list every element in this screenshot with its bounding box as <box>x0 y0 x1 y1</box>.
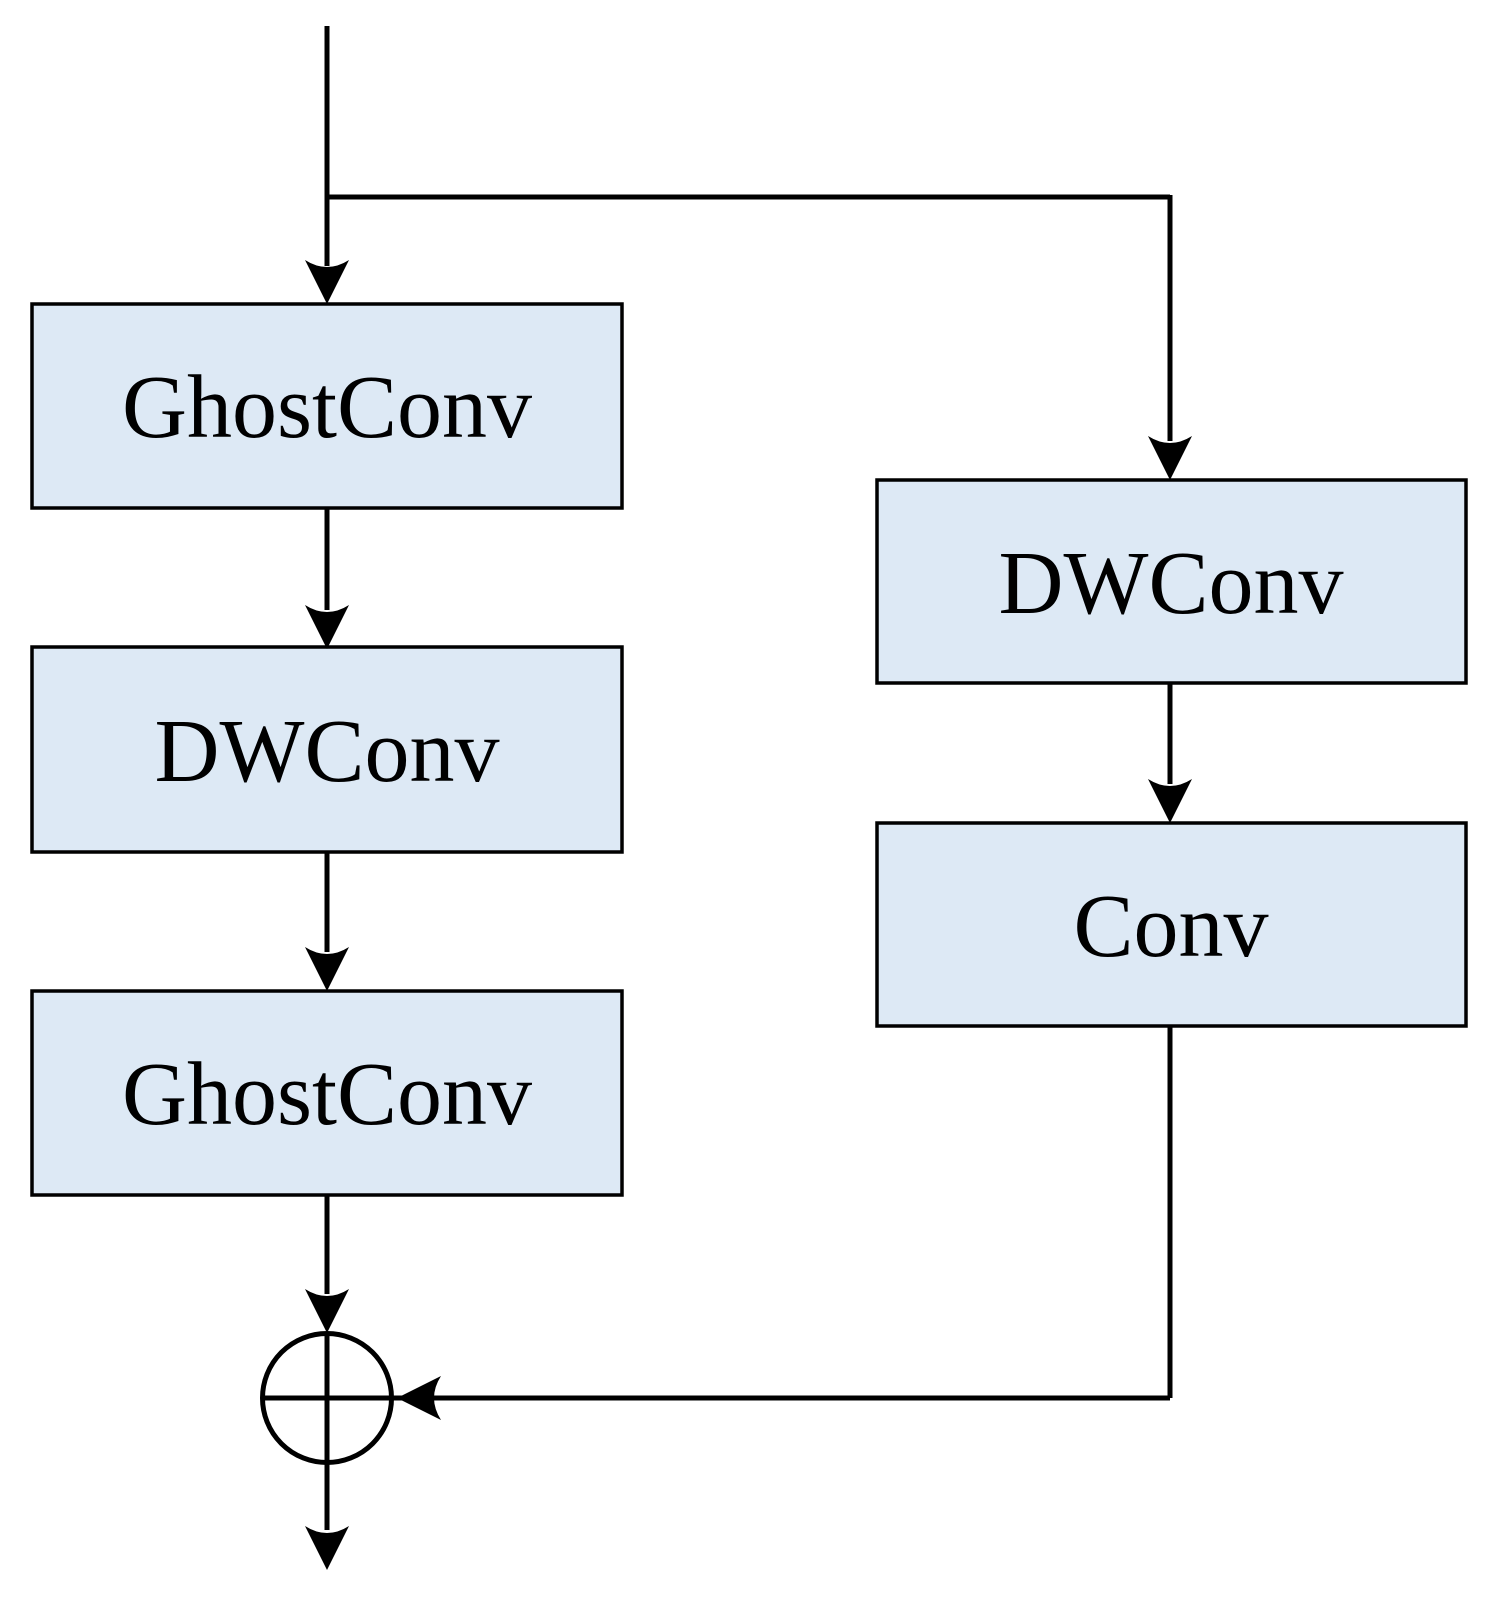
node-conv-right: Conv <box>875 821 1468 1028</box>
arrowhead-down-icon <box>305 1289 349 1333</box>
node-box <box>30 302 624 510</box>
input-arrow <box>305 26 349 304</box>
node-ghostconv-bottom: GhostConv <box>30 989 624 1197</box>
arrow-dwconv-to-conv <box>1148 683 1192 823</box>
node-box <box>875 821 1468 1028</box>
output-arrow <box>305 1526 349 1570</box>
arrowhead-down-icon <box>305 260 349 304</box>
node-label: GhostConv <box>122 1045 532 1144</box>
node-label: Conv <box>1073 877 1268 976</box>
add-operator <box>260 1331 1170 1530</box>
skip-branch-line <box>327 194 1192 480</box>
arrowhead-down-icon <box>305 1526 349 1570</box>
node-label: GhostConv <box>122 358 532 457</box>
arrowhead-down-icon <box>1148 779 1192 823</box>
node-box <box>30 645 624 854</box>
node-label: DWConv <box>155 702 500 801</box>
node-box <box>875 478 1468 685</box>
arrowhead-left-icon <box>397 1376 441 1420</box>
node-dwconv-right: DWConv <box>875 478 1468 685</box>
arrow-dwconv-to-ghostconv <box>305 852 349 991</box>
node-label: DWConv <box>999 534 1344 633</box>
arrowhead-down-icon <box>305 605 349 649</box>
node-dwconv-left: DWConv <box>30 645 624 854</box>
arrowhead-down-icon <box>1148 436 1192 480</box>
arrowhead-down-icon <box>305 947 349 991</box>
arrow-ghostconv-to-add <box>305 1195 349 1333</box>
arrow-ghostconv-to-dwconv <box>305 508 349 649</box>
node-ghostconv-top: GhostConv <box>30 302 624 510</box>
